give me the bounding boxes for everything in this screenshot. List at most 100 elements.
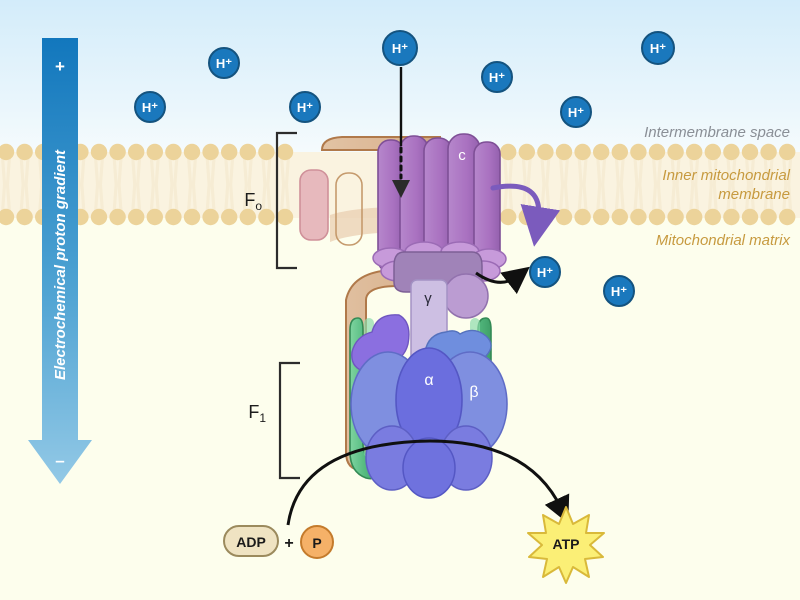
phospholipid-tail [168, 183, 174, 213]
phospholipid-head [239, 143, 256, 161]
phospholipid-head [165, 143, 182, 161]
adp-label: ADP [236, 534, 266, 550]
phospholipid-head [500, 143, 517, 161]
phospholipid-tail [651, 183, 658, 213]
membrane-label-line2: membrane [718, 186, 790, 203]
proton-label: H⁺ [489, 70, 505, 85]
phospholipid-head [276, 208, 294, 226]
phospholipid-tail [763, 156, 769, 186]
phospholipid-head [779, 143, 796, 161]
phospholipid-tail [563, 183, 570, 213]
phospholipid-head [109, 143, 126, 161]
phospholipid-head [555, 143, 573, 161]
channel-cylinder-left [335, 172, 363, 246]
phospholipid-tail [93, 156, 100, 186]
phospholipid-tail [675, 183, 681, 213]
proton-gradient-arrow: + – Electrochemical proton gradient [28, 38, 92, 484]
proton-group: H⁺H⁺H⁺H⁺H⁺H⁺H⁺H⁺H⁺ [134, 30, 675, 307]
phospholipid-head [239, 208, 256, 226]
phospholipid-tail [19, 183, 25, 213]
gamma-label: γ [424, 290, 432, 307]
phospholipid-tail [131, 156, 137, 186]
phospholipid-head [146, 143, 163, 161]
phospholipid-tail [726, 156, 732, 186]
phospholipid-tail [173, 156, 179, 186]
phospholipid-tail [117, 183, 123, 213]
phospholipid-tail [749, 183, 756, 213]
phospholipid-head [128, 208, 145, 226]
phospholipid-tail [614, 156, 620, 186]
proton-circle [289, 91, 321, 123]
phospholipid-tail [540, 156, 546, 186]
phospholipid-tail [619, 183, 625, 213]
phospholipid-tail [284, 156, 290, 186]
phospholipid-tail [596, 156, 602, 186]
phospholipid-head [258, 208, 275, 226]
phospholipid-tail [712, 183, 718, 213]
phospholipid-head [276, 143, 294, 161]
phospholipid-tail [689, 183, 695, 213]
phospholipid-tail [0, 156, 7, 186]
phospholipid-tail [503, 156, 509, 186]
phospholipid-tail [117, 156, 123, 186]
proton-circle [529, 256, 561, 288]
phospholipid-tail [782, 183, 788, 213]
phospholipid-head [202, 208, 219, 226]
phospholipid-head [760, 208, 777, 226]
phospholipid-tail [191, 156, 197, 186]
phospholipid-head [779, 208, 796, 226]
phospholipid-tail [247, 183, 253, 213]
phospholipid-tail [744, 183, 751, 213]
membrane-label-line1: Inner mitochondrial [662, 167, 790, 184]
proton-h-plus: H⁺ [603, 275, 635, 307]
adp-molecule: ADP [223, 525, 279, 557]
phospholipid-tail [577, 156, 583, 186]
proton-circle [481, 61, 513, 93]
phospholipid-tail [131, 183, 137, 213]
phospholipid-tail [205, 183, 211, 213]
phospholipid-head [704, 208, 721, 226]
phospholipid-tail [656, 156, 663, 186]
phospholipid-tail [38, 156, 44, 186]
phospholipid-tail [168, 156, 174, 186]
epsilon-subunit [443, 273, 489, 319]
phospholipid-tail [224, 183, 230, 213]
proton-h-plus: H⁺ [134, 91, 166, 123]
phospholipid-tail [154, 183, 160, 213]
phospholipid-tail [229, 183, 235, 213]
proton-label: H⁺ [611, 284, 627, 299]
phospholipid-head [537, 143, 554, 161]
phospholipid-tail [638, 183, 644, 213]
phospholipid-head [667, 143, 684, 161]
proton-circle [641, 31, 675, 65]
proton-label: H⁺ [297, 100, 313, 115]
phospholipid-tail [763, 183, 769, 213]
phospholipid-tail [224, 156, 230, 186]
phospholipid-tail [93, 183, 100, 213]
phospholipid-tail [98, 183, 105, 213]
phospholipid-tail [731, 183, 737, 213]
phospholipid-tail [558, 156, 565, 186]
phospholipid-tail [38, 183, 44, 213]
phospholipid-tail [210, 183, 216, 213]
phosphate-label: P [312, 535, 321, 551]
phospholipid-tail [508, 183, 514, 213]
phospholipid-tail [782, 156, 788, 186]
phospholipid-head [183, 143, 201, 161]
proton-h-plus: H⁺ [529, 256, 561, 288]
atp-molecule: ATP [527, 506, 605, 584]
phospholipid-tail [577, 183, 583, 213]
phospholipid-tail [242, 183, 248, 213]
phospholipid-tail [24, 156, 30, 186]
phospholipid-tail [261, 183, 267, 213]
phospholipid-tail [149, 183, 155, 213]
phospholipid-tail [229, 156, 235, 186]
proton-channel-arrow [392, 67, 410, 198]
phospholipid-head [258, 143, 275, 161]
proton-label: H⁺ [392, 41, 408, 56]
phospholipid-tail [651, 156, 658, 186]
phospholipid-tail [712, 156, 718, 186]
phospholipid-head [165, 208, 182, 226]
phospholipid-tail [205, 156, 211, 186]
